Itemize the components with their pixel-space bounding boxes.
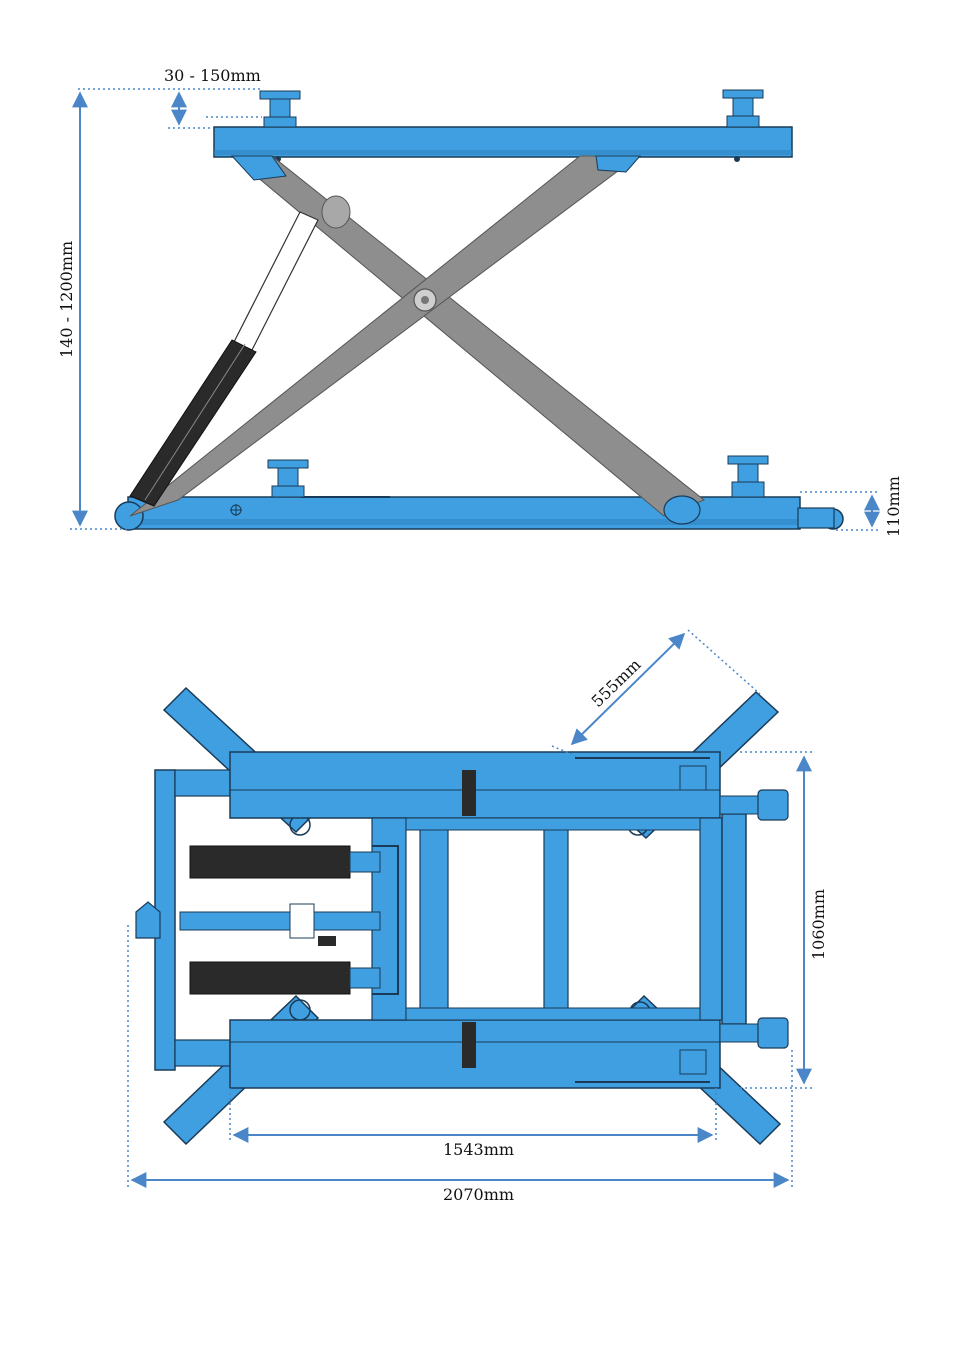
top-hydraulic-cylinders xyxy=(179,845,399,995)
dimension-width: 1060mm xyxy=(740,751,828,1089)
lifting-pads xyxy=(259,89,769,498)
top-inner-frame xyxy=(371,817,723,1021)
wheel-top xyxy=(757,789,789,821)
label-arm-length: 555mm xyxy=(588,655,645,711)
pad-top-left xyxy=(259,90,301,128)
base-frame xyxy=(114,496,844,531)
side-view: 30 - 150mm 140 - 1200mm 110mm xyxy=(57,66,903,537)
base-wheel-left xyxy=(114,501,144,531)
dimension-base-height: 110mm xyxy=(800,476,903,537)
dimension-total-length: 2070mm xyxy=(127,925,793,1204)
pad-bottom-left xyxy=(267,459,309,498)
top-left-end-frame xyxy=(135,769,231,1071)
wheel-bottom xyxy=(757,1017,789,1049)
scissor-arms xyxy=(129,155,705,525)
label-base-height: 110mm xyxy=(884,476,903,537)
label-pad-adjust: 30 - 150mm xyxy=(164,66,261,85)
top-center-connectors xyxy=(462,770,476,1068)
dimension-pad-adjust: 30 - 150mm xyxy=(78,66,262,129)
label-width: 1060mm xyxy=(809,889,828,960)
platform xyxy=(213,126,793,162)
label-height-range: 140 - 1200mm xyxy=(57,241,76,358)
hydraulic-cylinder xyxy=(129,211,319,507)
top-right-end-frame xyxy=(679,765,789,1075)
label-total-length: 2070mm xyxy=(443,1185,514,1204)
top-view: 555mm 1060mm 1543mm 2070mm xyxy=(127,629,828,1204)
dimension-height-range: 140 - 1200mm xyxy=(57,91,130,530)
label-inner-length: 1543mm xyxy=(443,1140,514,1159)
dimension-inner-length: 1543mm xyxy=(229,1088,717,1159)
pad-top-right xyxy=(722,89,764,128)
pad-bottom-right xyxy=(727,455,769,498)
